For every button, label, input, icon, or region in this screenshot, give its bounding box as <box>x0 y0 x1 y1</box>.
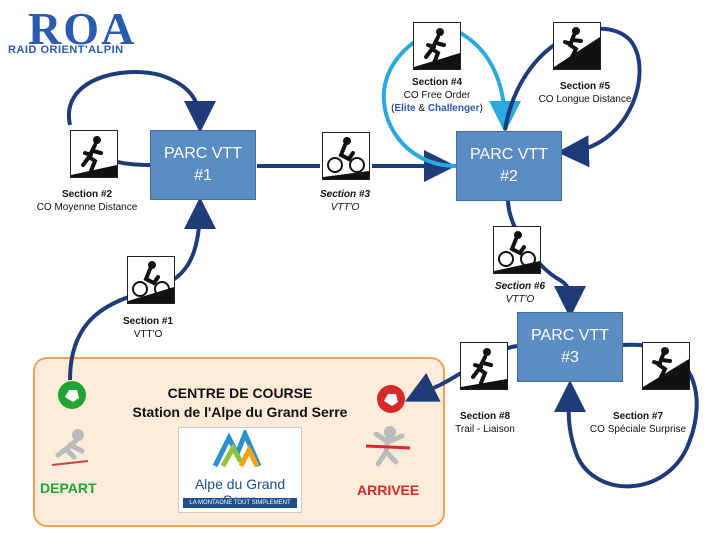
section-8-label: Section #8 Trail - Liaison <box>440 410 530 436</box>
parc-vtt-3-line1: PARC VTT <box>531 327 609 344</box>
section-4-amp: & <box>415 103 428 114</box>
runner-icon <box>413 22 461 70</box>
section-6-label: Section #6 VTT'O <box>475 280 565 306</box>
finish-icon <box>376 384 406 414</box>
parc-vtt-1: PARC VTT #1 <box>150 130 256 200</box>
arrow-section-6 <box>506 199 587 318</box>
section-2-label: Section #2 CO Moyenne Distance <box>22 188 152 214</box>
mountain-icon <box>212 430 262 468</box>
parc-vtt-1-line1: PARC VTT <box>164 145 242 162</box>
runner-finish-icon <box>364 424 412 472</box>
section-1-title: Section #1 <box>122 316 174 327</box>
parc-vtt-3-line2: #3 <box>561 349 579 366</box>
section-1-sub: VTT'O <box>133 329 163 340</box>
parc-vtt-2-line1: PARC VTT <box>470 146 548 163</box>
section-4-challenger: Challenger <box>427 103 480 114</box>
section-6-title: Section #6 <box>494 281 546 292</box>
roa-logo: ROA RAID ORIENT'ALPIN <box>6 3 146 66</box>
roa-logo-small: RAID ORIENT'ALPIN <box>8 44 124 56</box>
centre-subtitle: Station de l'Alpe du Grand Serre <box>132 404 348 420</box>
section-3-sub: VTT'O <box>330 202 360 213</box>
section-7-title: Section #7 <box>612 411 664 422</box>
alpe-du-grand-serre-logo: Alpe du Grand Serre LA MONTAGNE TOUT SIM… <box>178 427 302 513</box>
runner-icon <box>460 342 508 390</box>
runner-icon <box>553 22 601 70</box>
parc-vtt-3: PARC VTT #3 <box>517 312 623 382</box>
bike-icon <box>127 256 175 304</box>
parc-vtt-2: PARC VTT #2 <box>456 131 562 201</box>
section-2-title: Section #2 <box>61 189 113 200</box>
section-4-open: ( <box>391 103 395 114</box>
arrow-section-5 <box>503 26 642 168</box>
bike-icon <box>493 226 541 274</box>
arrivee-label: ARRIVEE <box>357 482 420 498</box>
runner-icon <box>642 342 690 390</box>
section-5-sub: CO Longue Distance <box>538 94 632 105</box>
section-8-title: Section #8 <box>459 411 511 422</box>
section-4-title: Section #4 <box>411 77 463 88</box>
start-icon <box>57 380 87 410</box>
section-5-title: Section #5 <box>559 81 611 92</box>
section-6-sub: VTT'O <box>505 294 535 305</box>
resort-tagline: LA MONTAGNE TOUT SIMPLEMENT <box>183 498 297 508</box>
section-4-elite: Elite <box>394 103 416 114</box>
section-8-sub: Trail - Liaison <box>455 424 515 435</box>
section-3-label: Section #3 VTT'O <box>300 188 390 214</box>
section-4-close: ) <box>479 103 483 114</box>
centre-title: CENTRE DE COURSE <box>167 385 313 401</box>
section-7-label: Section #7 CO Spéciale Surprise <box>578 410 698 436</box>
runner-icon <box>70 130 118 178</box>
section-1-label: Section #1 VTT'O <box>103 315 193 341</box>
section-2-sub: CO Moyenne Distance <box>36 202 138 213</box>
parc-vtt-1-line2: #1 <box>194 167 212 184</box>
parc-vtt-2-line2: #2 <box>500 168 518 185</box>
runner-start-icon <box>48 425 92 469</box>
section-5-label: Section #5 CO Longue Distance <box>520 80 650 106</box>
section-3-title: Section #3 <box>319 189 371 200</box>
bike-icon <box>322 132 370 180</box>
depart-label: DEPART <box>40 480 97 496</box>
roa-logo-big: ROA <box>28 3 137 54</box>
section-4-label: Section #4 CO Free Order (Elite & Challe… <box>372 76 502 115</box>
section-7-sub: CO Spéciale Surprise <box>589 424 687 435</box>
section-4-sub: CO Free Order <box>403 90 471 101</box>
